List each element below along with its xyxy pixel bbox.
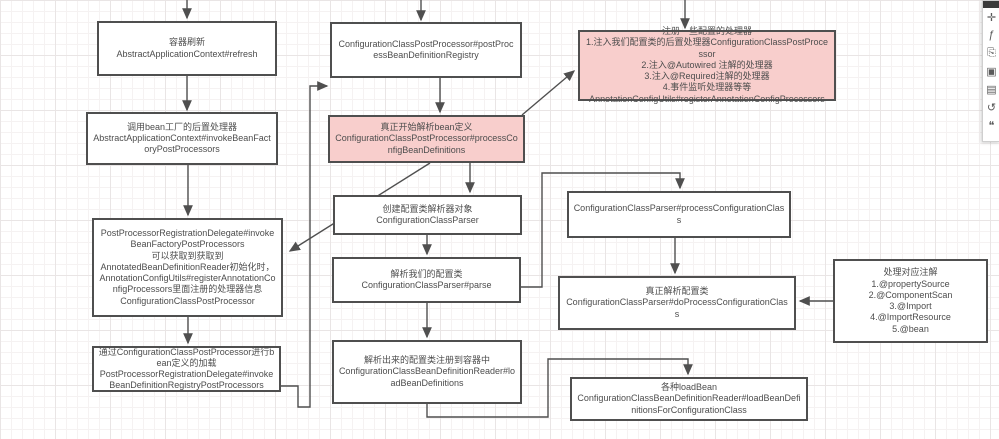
node-process-configuration-class[interactable]: ConfigurationClassParser#processConfigur… bbox=[567, 191, 791, 238]
node-post-process-bean-definition-registry[interactable]: ConfigurationClassPostProcessor#postProc… bbox=[330, 22, 522, 78]
connector-loading-to-registry[interactable] bbox=[281, 81, 329, 408]
waypoints-icon[interactable]: ƒ bbox=[988, 29, 995, 41]
copy-icon[interactable]: ⎘ bbox=[987, 46, 996, 59]
node-do-process-configuration-class[interactable]: 真正解析配置类 ConfigurationClassParser#doProce… bbox=[558, 276, 796, 330]
connector-parse-to-process-class[interactable] bbox=[521, 172, 685, 288]
node-process-config-bean-definitions[interactable]: 真正开始解析bean定义 ConfigurationClassPostProce… bbox=[328, 115, 525, 163]
node-invoke-bean-factory-post-processors[interactable]: 调用bean工厂的后置处理器 AbstractApplicationContex… bbox=[86, 112, 278, 165]
side-toolbar: ✛ ƒ ⎘ ▣ ▤ ↺ ❝ bbox=[982, 0, 999, 142]
node-handle-annotations[interactable]: 处理对应注解 1.@propertySource 2.@ComponentSca… bbox=[833, 259, 988, 343]
node-refresh[interactable]: 容器刷新 AbstractApplicationContext#refresh bbox=[97, 21, 277, 76]
node-parser-parse[interactable]: 解析我们的配置类 ConfigurationClassParser#parse bbox=[332, 257, 521, 303]
connector-process-config-to-register[interactable] bbox=[521, 70, 576, 116]
node-delegate-invoke[interactable]: PostProcessorRegistrationDelegate#invoke… bbox=[92, 218, 283, 317]
pan-icon[interactable]: ✛ bbox=[986, 11, 997, 24]
image-icon[interactable]: ▣ bbox=[986, 65, 997, 78]
node-create-parser[interactable]: 创建配置类解析器对象 ConfigurationClassParser bbox=[333, 195, 522, 235]
node-reader-load-bean-definitions[interactable]: 解析出来的配置类注册到容器中 ConfigurationClassBeanDef… bbox=[332, 340, 522, 404]
node-bean-definition-loading[interactable]: 通过ConfigurationClassPostProcessor进行bean定… bbox=[92, 346, 281, 392]
undo-icon[interactable]: ↺ bbox=[986, 101, 997, 114]
node-load-bean-definitions-for-configuration-class[interactable]: 各种loadBean ConfigurationClassBeanDefinit… bbox=[570, 377, 808, 421]
node-register-annotation-config-processors[interactable]: 注册一些配置的处理器 1.注入我们配置类的后置处理器ConfigurationC… bbox=[578, 26, 836, 104]
note-icon[interactable]: ▤ bbox=[986, 83, 997, 96]
toolbar-header-strip bbox=[983, 1, 999, 8]
comment-icon[interactable]: ❝ bbox=[988, 119, 995, 132]
connector-reader-load-to-load-for-class[interactable] bbox=[426, 358, 693, 418]
